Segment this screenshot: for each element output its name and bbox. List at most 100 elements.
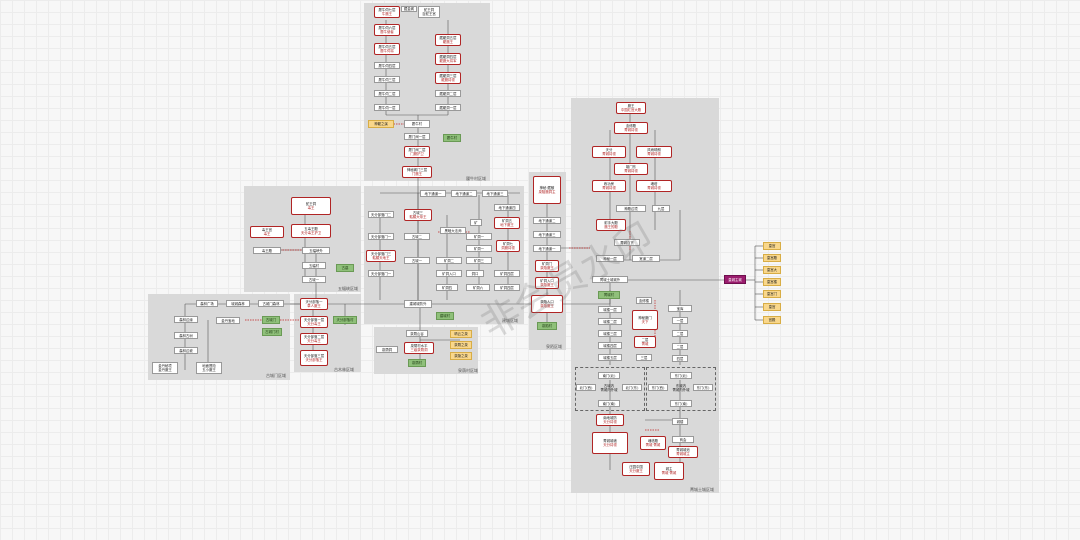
node-m23[interactable]: 洞口 (466, 270, 484, 277)
node-m20[interactable]: 矿洞入口 (436, 270, 462, 277)
node-t6[interactable]: 履牛伺二层 (374, 90, 400, 97)
node-l8[interactable]: 古城一 (302, 276, 326, 283)
node-r39[interactable]: 东城内菁城内外城 (672, 384, 690, 392)
node-m10[interactable]: 天分部落门三骷髅天地王 (366, 250, 396, 262)
node-t17[interactable]: 履牛村 (443, 134, 461, 142)
node-l6[interactable]: 五幅村 (302, 262, 326, 269)
node-t12[interactable]: 藏龍洞三层龍魔将领 (435, 72, 461, 84)
node-r18[interactable]: 城楼三层 (598, 330, 622, 337)
node-b4[interactable]: 泉荫村 (408, 359, 426, 367)
node-r31[interactable]: 北门(西) (576, 384, 596, 391)
node-m21[interactable]: 矿洞六 (466, 284, 490, 291)
node-l1[interactable]: 蛇王洞毒王 (291, 197, 331, 215)
node-r37[interactable]: 东门(西) (648, 384, 668, 391)
node-g11[interactable]: 天分部落一层天分毒王 (300, 316, 328, 328)
node-l7[interactable]: 古墓 (336, 264, 354, 272)
node-m19[interactable]: 矿洞一 (466, 233, 492, 240)
node-r19[interactable]: 城楼四层 (598, 342, 622, 349)
node-r25[interactable]: 一层 (672, 317, 688, 324)
node-r21[interactable]: 血修楼 (636, 297, 652, 304)
node-r7[interactable]: 魂塔菁城将领 (636, 180, 672, 192)
node-m9[interactable]: 古城一 (404, 257, 430, 264)
node-r42[interactable]: 南地城防天分将领 (596, 414, 624, 426)
node-g14[interactable]: 天分部落村 (333, 316, 357, 324)
node-c2[interactable]: 地下通道二 (533, 217, 561, 224)
node-g4[interactable]: 森林边缘 (174, 316, 198, 323)
node-g8[interactable]: 金丹秘境金丹魔王 (152, 362, 178, 374)
node-r9[interactable]: 射手大殿魔王的殿 (596, 219, 626, 231)
node-r40[interactable]: 东门(南) (670, 400, 692, 407)
node-t8[interactable]: 藏金阁 (401, 6, 417, 12)
node-r27[interactable]: 二层 (672, 343, 688, 350)
node-r30[interactable]: 南门(北) (598, 372, 620, 379)
node-g1[interactable]: 森林广场 (196, 300, 218, 307)
node-g15[interactable]: 古城门 (262, 316, 280, 324)
node-t4[interactable]: 履牛伺四层 (374, 62, 400, 69)
node-r33[interactable]: 南门(南) (598, 400, 620, 407)
node-y3[interactable]: 皇宫大 (763, 266, 781, 274)
node-m16[interactable]: 矿洞四 (436, 284, 458, 291)
node-m15[interactable]: 矿洞三 (466, 257, 492, 264)
node-r2[interactable]: 血修殿菁城将领 (614, 122, 648, 134)
node-r36[interactable]: 东门(北) (670, 372, 692, 379)
node-g7[interactable]: 森林边坡 (174, 347, 198, 354)
node-r28[interactable]: 四层 (672, 355, 688, 362)
node-m27[interactable]: 建城村 (436, 312, 454, 320)
node-hub[interactable]: 皇城主城 (724, 275, 746, 284)
node-c7[interactable]: 泉陌人口泉陌魔王 (531, 295, 563, 313)
node-r20[interactable]: 城楼五层 (598, 354, 622, 361)
node-r5[interactable]: 雄门东菁城将领 (614, 163, 648, 175)
node-m6[interactable]: 天分部落门一 (368, 233, 394, 240)
node-t2[interactable]: 履牛伺六层履牛使者 (374, 24, 400, 36)
node-m25[interactable]: 矿洞四层 (494, 284, 520, 291)
node-r4[interactable]: 风雨晴朗菁城将领 (636, 146, 672, 158)
node-c6[interactable]: 矿洞入口泉陌魔王 (535, 277, 559, 289)
node-r15[interactable]: 菁城村 (598, 291, 620, 299)
node-b7[interactable]: 泉隐之泉 (450, 352, 472, 360)
node-g9[interactable]: 地面冒险五小魔王 (196, 362, 222, 374)
node-m22[interactable]: 矿洞七洞魔将领 (496, 240, 520, 252)
node-r38[interactable]: 东门(东) (693, 384, 713, 391)
node-r17[interactable]: 城楼二层 (598, 318, 622, 325)
node-c5[interactable]: 矿洞门泉陌魔王 (535, 260, 559, 272)
node-r46[interactable]: 菁城城池菁城城主 (668, 446, 698, 458)
node-t15[interactable]: 神龍之溪 (368, 120, 394, 128)
node-b1[interactable]: 泉荫山谷 (406, 330, 428, 337)
node-y5[interactable]: 皇宫门 (763, 290, 781, 298)
node-g13[interactable]: 天分部落三层天分部落王 (300, 350, 328, 366)
node-m1[interactable]: 地下通道一 (420, 190, 446, 197)
node-y6[interactable]: 皇宫 (763, 303, 781, 311)
node-r44[interactable]: 魂塔殿菁城·菁城 (640, 436, 666, 450)
node-r41[interactable]: 城楼 (672, 418, 688, 425)
node-b6[interactable]: 泉荫之泉 (450, 341, 472, 349)
node-r48[interactable]: 城主菁城·菁城 (654, 462, 684, 480)
node-r13[interactable]: 宽道二层 (632, 255, 660, 262)
node-y1[interactable]: 皇宫 (763, 242, 781, 250)
node-l5[interactable]: 五幅峡外 (302, 247, 330, 254)
node-r1[interactable]: 魔王中国红宫大殿 (616, 102, 646, 114)
node-y4[interactable]: 皇宫楼 (763, 278, 781, 286)
node-y2[interactable]: 皇宫殿 (763, 254, 781, 262)
node-c4[interactable]: 地下通道一 (533, 245, 561, 252)
node-m3[interactable]: 地下通道三 (482, 190, 508, 197)
node-m2[interactable]: 地下通道二 (451, 190, 477, 197)
node-m11[interactable]: 天分部落门一 (368, 270, 394, 277)
node-t3[interactable]: 履牛伺五层履牛伺将 (374, 43, 400, 55)
node-m13[interactable]: 矿洞一 (466, 245, 492, 252)
node-m8[interactable]: 古城二 (404, 233, 430, 240)
node-c3[interactable]: 地下通道三 (533, 231, 561, 238)
node-t14[interactable]: 藏龍洞一层 (435, 104, 461, 111)
node-r43[interactable]: 菁城城墙天分将领 (592, 432, 628, 454)
node-r47[interactable]: 庄园中国天分魔王 (622, 462, 650, 476)
node-r24[interactable]: 三层 (636, 354, 652, 361)
node-r23[interactable]: 二层菁城 (634, 336, 656, 348)
node-g3[interactable]: 古城门森林 (258, 300, 284, 307)
node-t7[interactable]: 履牛伺一层 (374, 104, 400, 111)
node-r45[interactable]: 商会 (672, 436, 694, 443)
node-m17[interactable]: 矿洞五地下魔王 (494, 217, 520, 229)
node-r12[interactable]: 神秘一层 (596, 255, 624, 262)
node-m7[interactable]: 古城三骷髅大帝王 (404, 209, 432, 221)
node-t10[interactable]: 藏龍洞五层龍魔王 (435, 34, 461, 46)
node-g5[interactable]: 金丹宝地 (216, 317, 240, 324)
node-m24[interactable]: 矿洞四层 (494, 270, 520, 277)
